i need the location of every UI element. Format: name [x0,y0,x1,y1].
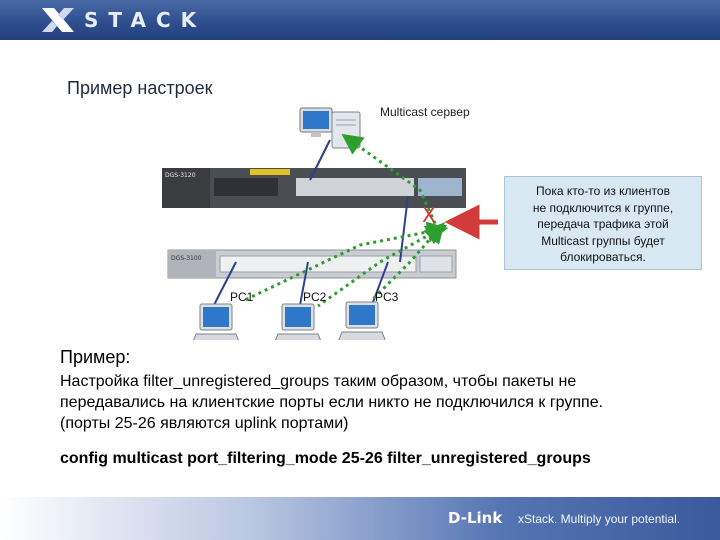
note-line: Пока кто-то из клиентов [511,183,695,200]
note-line: не подключится к группе, [511,200,695,217]
multicast-server-label: Multicast сервер [380,105,470,119]
footer-bar: D-Link xStack. Multiply your potential. [0,497,720,540]
example-line: Настройка filter_unregistered_groups так… [60,371,700,392]
pc3-label: PC3 [375,290,398,304]
note-line: передача трафика этой [511,216,695,233]
dlink-logo: D-Link [448,509,502,527]
pc2-label: PC2 [303,290,326,304]
multicast-paths [245,140,438,306]
switch-bottom-model: DGS-3100 [171,255,202,262]
footer-tagline: xStack. Multiply your potential. [518,512,680,526]
example-line: (порты 25-26 являются uplink портами) [60,413,700,434]
switch-bottom: DGS-3100 [168,250,456,278]
blocking-note: Пока кто-то из клиентов не подключится к… [504,176,702,270]
example-description: Настройка filter_unregistered_groups так… [60,371,700,434]
example-title: Пример: [60,347,130,368]
laptop-pc3-icon [338,302,386,340]
laptop-pc2-icon [274,304,322,340]
switch-top-model: DGS-3120 [165,172,196,179]
pc1-label: PC1 [230,290,253,304]
example-line: передавались на клиентские порты если ни… [60,392,700,413]
network-diagram: DGS-3120 DGS-3100 X [0,0,720,340]
cli-command: config multicast port_filtering_mode 25-… [60,450,591,468]
network-links [214,140,408,305]
note-line: Multicast группы будет [511,233,695,250]
laptop-pc1-icon [192,304,240,340]
note-line: блокироваться. [511,249,695,266]
blocked-x-mark: X [422,203,436,227]
